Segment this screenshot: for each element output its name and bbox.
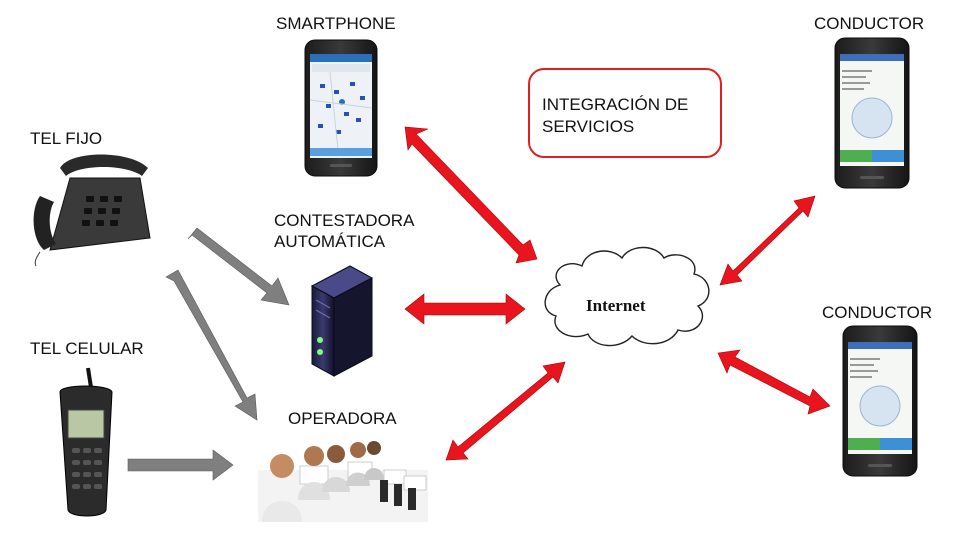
tel-celular-label: TEL CELULAR: [30, 339, 144, 358]
arrow-internet-conductor-top: [719, 195, 816, 286]
arrow-celular-operadora: [127, 449, 234, 481]
smartphone-device: [304, 39, 378, 177]
integration-line2: SERVICIOS: [542, 117, 635, 136]
arrow-server-internet: [404, 293, 526, 325]
internet-label: Internet: [586, 296, 646, 315]
server-icon: [310, 265, 374, 377]
operadora-label: OPERADORA: [288, 409, 397, 428]
mobile-phone-icon: [59, 367, 113, 517]
map-pins: [318, 82, 365, 134]
conductor-top-label: CONDUCTOR: [814, 14, 925, 33]
call-center-operators-image: [258, 441, 428, 522]
internet-cloud: Internet: [544, 246, 710, 347]
landline-phone-icon: [33, 154, 151, 267]
conductor-bottom-device: [842, 325, 918, 477]
arrow-smartphone-internet: [404, 126, 538, 264]
contestadora-label-line1: CONTESTADORA: [274, 211, 415, 230]
arrow-telfijo-server: [187, 227, 290, 306]
operator-figures: [262, 441, 384, 522]
integration-services-box: INTEGRACIÓN DE SERVICIOS: [528, 68, 722, 158]
contestadora-label-line2: AUTOMÁTICA: [274, 232, 386, 251]
arrow-internet-conductor-bottom: [717, 349, 831, 415]
conductor-bottom-label: CONDUCTOR: [822, 303, 933, 322]
smartphone-label: SMARTPHONE: [276, 14, 396, 33]
arrow-operadora-internet: [445, 361, 566, 461]
conductor-top-device: [834, 37, 910, 189]
integration-line1: INTEGRACIÓN DE: [542, 95, 689, 114]
tel-fijo-label: TEL FIJO: [30, 129, 103, 148]
arrow-telfijo-operadora: [165, 269, 258, 421]
